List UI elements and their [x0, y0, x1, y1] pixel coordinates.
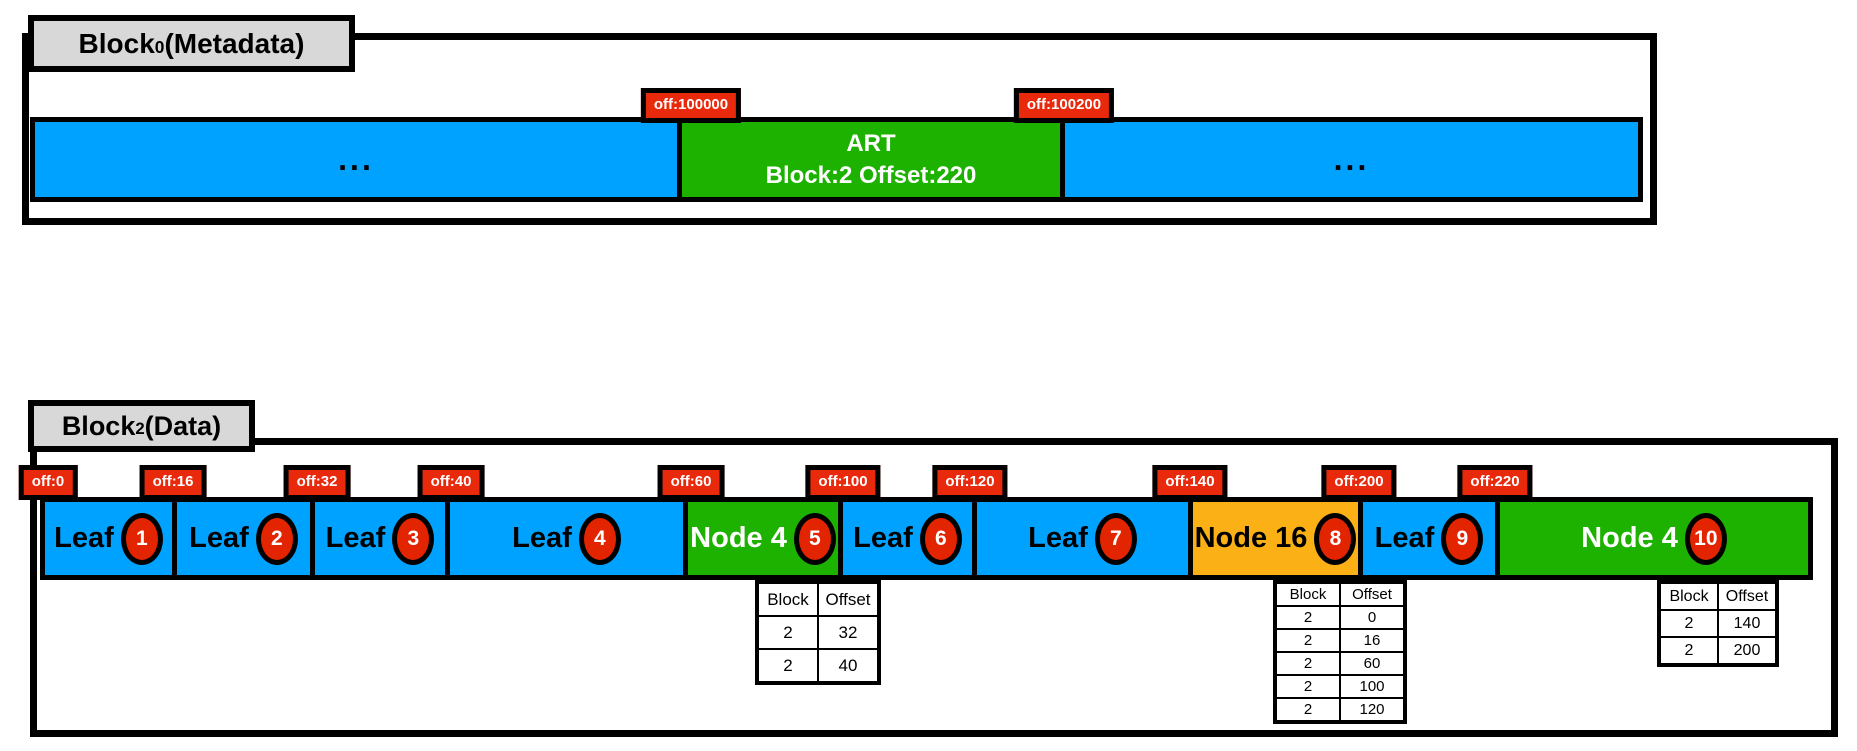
segment-number-badge: 5: [793, 512, 836, 565]
segment-leaf-3: Leaf 3: [310, 497, 450, 580]
offset-flag-140: off:140: [1152, 465, 1228, 500]
segment-leaf-2: Leaf 2: [172, 497, 315, 580]
ellipsis-label: ...: [1333, 141, 1370, 177]
cell-offset: 60: [1339, 651, 1406, 676]
cell-offset: 120: [1339, 697, 1406, 723]
segment-leaf-6: Leaf 6: [838, 497, 977, 580]
segment-leaf-7: Leaf 7: [972, 497, 1193, 580]
table-row: 2 40: [756, 648, 880, 684]
cell-block: 2: [1658, 636, 1719, 666]
segment-label: Leaf: [853, 522, 913, 554]
offset-flag-40: off:40: [417, 465, 485, 500]
ellipsis-label: ...: [338, 141, 374, 177]
cell-block: 2: [1274, 674, 1341, 699]
node4-10-pointer-table: Block Offset 2 140 2 200: [1657, 580, 1779, 667]
art-root-pointer-segment: ART Block:2 Offset:220: [677, 117, 1065, 202]
table-row: 2 32: [756, 615, 880, 650]
art-label: ART: [846, 130, 896, 158]
table-row: 2 60: [1274, 651, 1406, 676]
cell-block: 2: [1274, 628, 1341, 653]
segment-number-badge: 4: [578, 512, 621, 565]
segment-number-badge: 1: [120, 512, 163, 565]
cell-block: 2: [756, 648, 819, 684]
cell-offset: 16: [1339, 628, 1406, 653]
cell-offset: 140: [1717, 609, 1778, 638]
segment-label: Node 4: [1581, 522, 1678, 554]
segment-label: Leaf: [54, 522, 114, 554]
table-header-offset: Offset: [1339, 581, 1406, 607]
segment-label: Leaf: [512, 522, 572, 554]
segment-leaf-4: Leaf 4: [445, 497, 688, 580]
offset-flag-60: off:60: [657, 465, 725, 500]
segment-number-badge: 10: [1684, 512, 1727, 565]
block0-title-base: Block: [78, 27, 155, 59]
cell-block: 2: [1658, 609, 1719, 638]
segment-label: Node 16: [1194, 522, 1308, 554]
table-row: 2 16: [1274, 628, 1406, 653]
segment-number-badge: 3: [392, 512, 435, 565]
segment-leaf-9: Leaf 9: [1358, 497, 1500, 580]
table-row: 2 100: [1274, 674, 1406, 699]
segment-node4-10: Node 4 10: [1495, 497, 1813, 580]
table-row: 2 0: [1274, 605, 1406, 630]
segment-number-badge: 8: [1314, 512, 1357, 565]
art-pointer-value: Block:2 Offset:220: [765, 161, 977, 189]
cell-offset: 40: [817, 648, 880, 684]
node16-8-pointer-table: Block Offset 2 0 2 16 2 60 2 100 2 120: [1273, 580, 1407, 724]
table-header-offset: Offset: [817, 581, 880, 617]
offset-flag-100: off:100: [805, 465, 881, 500]
segment-node4-5: Node 4 5: [683, 497, 843, 580]
segment-number-badge: 2: [255, 512, 298, 565]
segment-leaf-1: Leaf 1: [40, 497, 177, 580]
cell-offset: 0: [1339, 605, 1406, 630]
offset-flag-220: off:220: [1457, 465, 1533, 500]
offset-flag-100200: off:100200: [1013, 88, 1115, 123]
segment-label: Leaf: [325, 522, 386, 554]
segment-node16-8: Node 16 8: [1188, 497, 1363, 580]
segment-number-badge: 9: [1441, 512, 1484, 565]
cell-block: 2: [756, 615, 819, 650]
table-header-block: Block: [1658, 581, 1719, 611]
cell-offset: 200: [1717, 636, 1778, 666]
table-row: 2 140: [1658, 609, 1778, 638]
segment-label: Leaf: [1374, 522, 1435, 554]
segment-number-badge: 6: [919, 512, 962, 565]
block2-title-rest: (Data): [144, 410, 222, 441]
offset-flag-16: off:16: [139, 465, 207, 500]
offset-flag-200: off:200: [1321, 465, 1397, 500]
node4-5-pointer-table: Block Offset 2 32 2 40: [755, 580, 881, 685]
table-row: 2 200: [1658, 636, 1778, 666]
block2-title-base: Block: [61, 410, 136, 441]
segment-number-badge: 7: [1094, 512, 1137, 565]
block0-title-rest: (Metadata): [164, 27, 305, 59]
table-header-offset: Offset: [1717, 581, 1778, 611]
block2-bar: Leaf 1 Leaf 2 Leaf 3 Leaf 4 Node 4 5 Lea…: [40, 497, 1813, 580]
segment-label: Leaf: [1028, 522, 1088, 554]
cell-block: 2: [1274, 697, 1341, 723]
cell-offset: 32: [817, 615, 880, 650]
metadata-segment-right: ...: [1060, 117, 1643, 202]
offset-flag-32: off:32: [283, 465, 351, 500]
cell-block: 2: [1274, 605, 1341, 630]
segment-label: Leaf: [189, 522, 249, 554]
metadata-segment-left: ...: [30, 117, 682, 202]
table-header-block: Block: [1274, 581, 1341, 607]
table-row: 2 120: [1274, 697, 1406, 723]
offset-flag-100000: off:100000: [640, 88, 742, 123]
offset-flag-0: off:0: [18, 465, 78, 500]
block0-bar: ... ART Block:2 Offset:220 ...: [30, 117, 1643, 202]
segment-label: Node 4: [690, 522, 787, 554]
offset-flag-120: off:120: [932, 465, 1008, 500]
cell-offset: 100: [1339, 674, 1406, 699]
cell-block: 2: [1274, 651, 1341, 676]
table-header-block: Block: [756, 581, 819, 617]
